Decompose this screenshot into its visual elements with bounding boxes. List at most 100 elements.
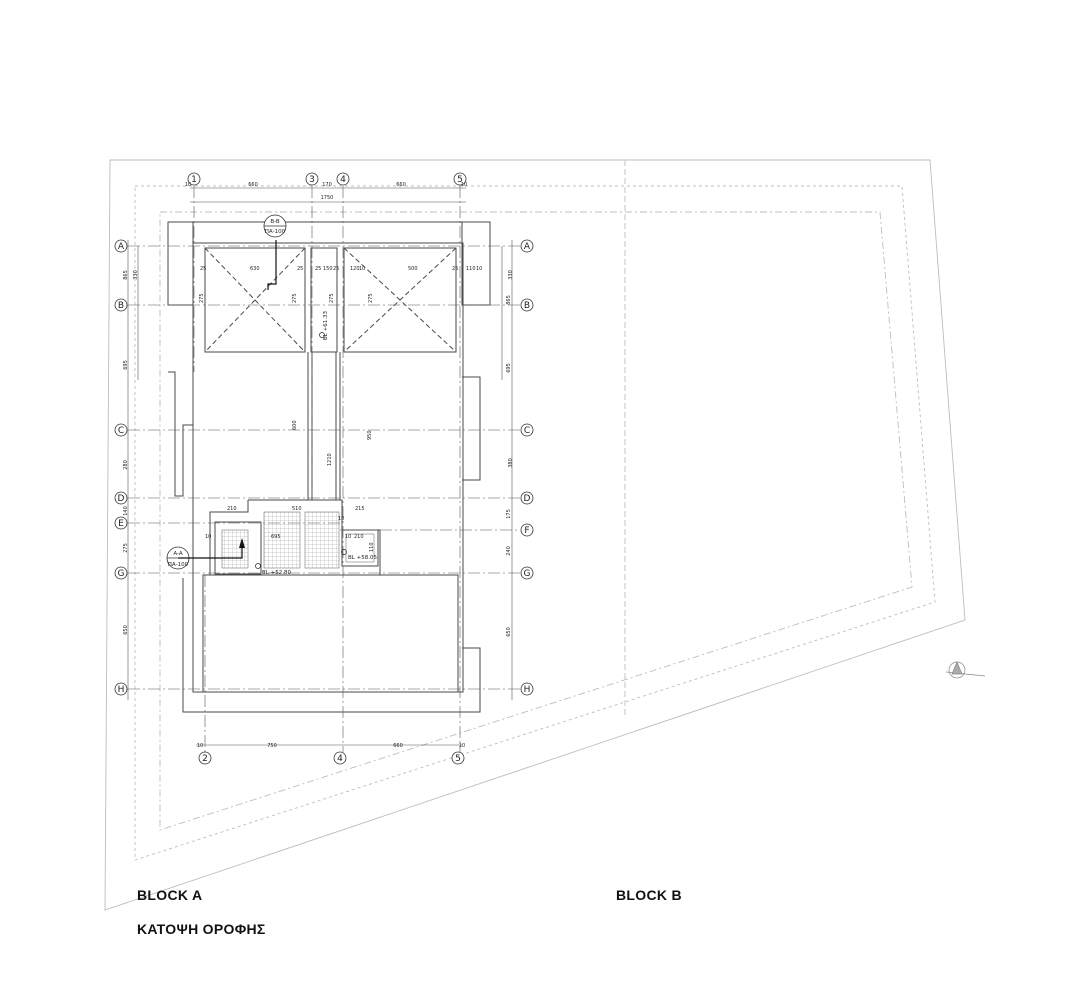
- axis-bubbles-right: A B C D F G H: [520, 239, 534, 696]
- svg-text:650: 650: [123, 625, 129, 635]
- plan-subtitle: ΚΑΤΟΨΗ ΟΡΟΦΗΣ: [137, 921, 266, 937]
- svg-text:695: 695: [271, 534, 281, 540]
- svg-text:600: 600: [292, 420, 298, 430]
- svg-text:4: 4: [340, 175, 346, 185]
- svg-text:210: 210: [227, 506, 237, 512]
- svg-text:1750: 1750: [321, 195, 334, 201]
- svg-text:660: 660: [393, 743, 403, 749]
- svg-text:5: 5: [455, 754, 461, 764]
- svg-text:175: 175: [506, 509, 512, 519]
- svg-text:25: 25: [333, 266, 339, 272]
- svg-text:B-B: B-B: [270, 219, 280, 225]
- svg-text:B: B: [118, 301, 124, 311]
- section-mark-aa: A-A ΠΑ-100: [166, 538, 245, 570]
- dimensions-bottom: 10 750 660 10: [197, 743, 465, 749]
- svg-text:865: 865: [123, 270, 129, 280]
- block-b-label: BLOCK B: [616, 887, 682, 903]
- svg-text:170: 170: [322, 182, 332, 188]
- axis-bubbles-left: A B C D E G H: [114, 239, 128, 696]
- dimensions-interior: 25 630 25 25 150 25 120 10 500 25 110 10…: [199, 266, 482, 552]
- svg-text:865: 865: [506, 295, 512, 305]
- svg-text:660: 660: [248, 182, 258, 188]
- elevation-marker-1: BL +61.33: [319, 311, 329, 340]
- svg-text:B: B: [524, 301, 530, 311]
- svg-text:275: 275: [368, 293, 374, 303]
- svg-text:C: C: [524, 426, 530, 436]
- block-a-label: BLOCK A: [137, 887, 203, 903]
- svg-text:BL +61.33: BL +61.33: [323, 311, 329, 340]
- svg-text:10: 10: [345, 534, 351, 540]
- site-boundary: [104, 159, 966, 911]
- svg-text:10: 10: [476, 266, 482, 272]
- section-mark-bb: B-B ΠΑ-100: [263, 214, 287, 290]
- svg-text:330: 330: [508, 270, 514, 280]
- svg-text:275: 275: [292, 293, 298, 303]
- svg-text:150: 150: [323, 266, 333, 272]
- svg-text:10: 10: [205, 534, 211, 540]
- svg-text:F: F: [524, 526, 529, 536]
- svg-text:BL +58.05: BL +58.05: [348, 555, 377, 561]
- svg-text:510: 510: [292, 506, 302, 512]
- svg-text:3: 3: [309, 175, 315, 185]
- svg-text:D: D: [118, 494, 125, 504]
- svg-text:E: E: [118, 519, 124, 529]
- svg-text:630: 630: [250, 266, 260, 272]
- svg-text:500: 500: [408, 266, 418, 272]
- svg-text:695: 695: [123, 360, 129, 370]
- axis-bubbles-bottom: 2 4 5: [198, 751, 465, 765]
- svg-text:1: 1: [191, 175, 197, 185]
- svg-text:950: 950: [367, 430, 373, 440]
- svg-text:330: 330: [133, 270, 139, 280]
- svg-text:10: 10: [459, 743, 465, 749]
- svg-text:380: 380: [508, 458, 514, 468]
- svg-text:280: 280: [123, 460, 129, 470]
- svg-text:10: 10: [197, 743, 203, 749]
- svg-text:140: 140: [123, 506, 129, 516]
- elevation-marker-3: BL +58.05: [341, 549, 377, 561]
- svg-text:25: 25: [315, 266, 321, 272]
- svg-text:H: H: [524, 685, 531, 695]
- svg-text:120: 120: [350, 266, 360, 272]
- svg-text:A-A: A-A: [173, 551, 183, 557]
- north-arrow-icon: [945, 661, 986, 679]
- svg-text:25: 25: [200, 266, 206, 272]
- svg-text:660: 660: [396, 182, 406, 188]
- svg-text:4: 4: [337, 754, 343, 764]
- svg-text:110: 110: [369, 542, 375, 552]
- svg-text:275: 275: [329, 293, 335, 303]
- svg-text:10: 10: [185, 182, 191, 188]
- svg-text:A: A: [118, 242, 125, 252]
- svg-text:10: 10: [461, 182, 467, 188]
- svg-text:C: C: [118, 426, 124, 436]
- svg-text:ΠΑ-100: ΠΑ-100: [168, 562, 189, 568]
- dimensions-top: 10 660 170 660 10 1750: [185, 182, 467, 201]
- svg-text:G: G: [524, 569, 531, 579]
- building-footprint: [167, 221, 491, 713]
- svg-text:H: H: [118, 685, 125, 695]
- svg-text:5: 5: [457, 175, 463, 185]
- svg-text:650: 650: [506, 627, 512, 637]
- svg-text:240: 240: [506, 546, 512, 556]
- svg-text:275: 275: [199, 293, 205, 303]
- dimensions-right: 865 695 175 240 650 330 380: [506, 270, 514, 637]
- dimension-lines: [127, 187, 513, 746]
- axis-bubbles-top: 1 3 4 5: [187, 172, 467, 186]
- svg-text:10: 10: [359, 266, 365, 272]
- svg-text:BL +52.80: BL +52.80: [262, 570, 291, 576]
- dimensions-left: 865 695 280 140 275 650 330: [123, 270, 139, 635]
- svg-text:215: 215: [355, 506, 365, 512]
- svg-text:275: 275: [123, 543, 129, 553]
- svg-text:25: 25: [297, 266, 303, 272]
- svg-text:695: 695: [506, 363, 512, 373]
- svg-text:2: 2: [202, 754, 208, 764]
- svg-text:D: D: [524, 494, 531, 504]
- svg-text:A: A: [524, 242, 531, 252]
- svg-text:ΠΑ-100: ΠΑ-100: [265, 229, 286, 235]
- svg-text:750: 750: [267, 743, 277, 749]
- svg-text:210: 210: [354, 534, 364, 540]
- grid-lines: [128, 186, 520, 752]
- svg-text:25: 25: [452, 266, 458, 272]
- svg-text:1210: 1210: [327, 453, 333, 466]
- svg-text:G: G: [118, 569, 125, 579]
